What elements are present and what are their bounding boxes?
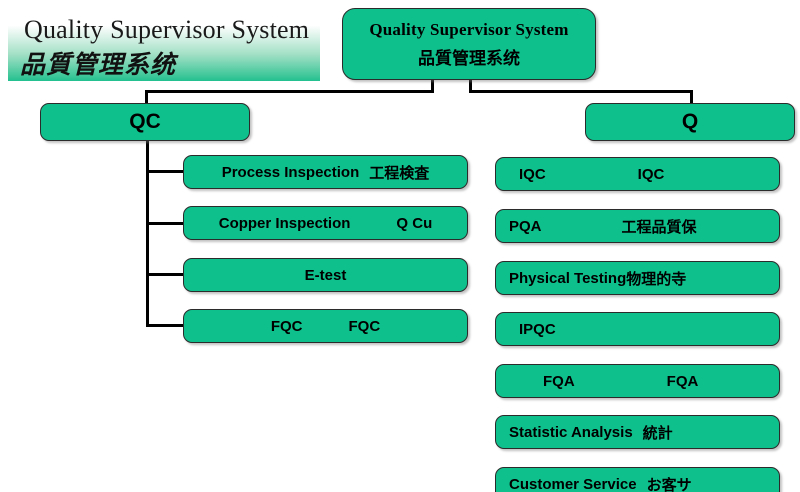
node-fqc[interactable]: FQC FQC — [183, 309, 468, 343]
node-physical-testing-label-en: Physical Testing — [509, 269, 627, 287]
node-copper-inspection-label-en: Copper Inspection — [218, 214, 351, 232]
node-copper-inspection-label-cn: Q Cu — [396, 214, 433, 232]
node-e-test[interactable]: E-test — [183, 258, 468, 292]
node-qa[interactable]: Q — [585, 103, 795, 141]
node-root-label-english: Quality Supervisor System — [369, 19, 569, 39]
node-iqc-label-cn: IQC — [637, 165, 665, 183]
node-process-inspection-label-cn: 工程検査 — [369, 164, 430, 182]
node-physical-testing-label-cn: 物理的寺 — [626, 270, 687, 288]
connector-qc-branch-4 — [146, 324, 184, 327]
connector-qc-branch-1 — [146, 170, 184, 173]
connector-qc-branch-2 — [146, 222, 184, 225]
node-customer-service-label-en: Customer Service — [509, 475, 637, 492]
node-customer-service[interactable]: Customer Service お客サ — [495, 467, 780, 492]
connector-to-qc-horizontal — [145, 90, 434, 93]
node-process-inspection-label-en: Process Inspection — [221, 163, 360, 181]
connector-to-qa-horizontal — [469, 90, 693, 93]
node-e-test-label-en: E-test — [304, 266, 347, 284]
connector-to-qc-vertical — [145, 90, 148, 106]
node-iqc[interactable]: IQC IQC — [495, 157, 780, 191]
node-qc[interactable]: QC — [40, 103, 250, 141]
banner-title-english: Quality Supervisor System — [24, 15, 310, 44]
node-iqc-label-en: IQC — [519, 165, 546, 183]
node-process-inspection[interactable]: Process Inspection 工程検査 — [183, 155, 468, 189]
node-fqc-label-en: FQC — [270, 317, 303, 335]
node-fqa[interactable]: FQA FQA — [495, 364, 780, 398]
connector-root-left-stub — [431, 80, 434, 93]
connector-root-right-stub — [469, 80, 472, 93]
node-fqa-label-cn: FQA — [666, 372, 699, 390]
node-pqa-label-en: PQA — [509, 217, 542, 235]
node-statistic-analysis-label-en: Statistic Analysis — [509, 423, 633, 441]
node-fqa-label-en: FQA — [543, 372, 575, 390]
node-fqc-label-cn: FQC — [348, 317, 381, 335]
node-statistic-analysis[interactable]: Statistic Analysis 統計 — [495, 415, 780, 449]
node-pqa-label-cn: 工程品質保 — [621, 218, 697, 236]
node-qa-label: Q — [681, 110, 699, 133]
node-qc-label: QC — [129, 110, 161, 133]
node-ipqc-label-en: IPQC — [519, 320, 556, 338]
connector-qc-branch-3 — [146, 273, 184, 276]
node-customer-service-label-cn: お客サ — [646, 476, 692, 492]
banner-title-chinese: 品質管理系统 — [20, 52, 177, 79]
node-pqa[interactable]: PQA 工程品質保 — [495, 209, 780, 243]
connector-to-qa-vertical — [690, 90, 693, 106]
title-banner: Quality Supervisor System 品質管理系统 — [8, 13, 320, 81]
node-copper-inspection[interactable]: Copper Inspection Q Cu — [183, 206, 468, 240]
node-statistic-analysis-label-cn: 統計 — [642, 424, 673, 442]
node-root-quality-supervisor-system[interactable]: Quality Supervisor System 品質管理系统 — [342, 8, 596, 80]
node-ipqc[interactable]: IPQC — [495, 312, 780, 346]
connector-qc-spine — [146, 141, 149, 326]
node-physical-testing[interactable]: Physical Testing 物理的寺 — [495, 261, 780, 295]
node-root-label-chinese: 品質管理系统 — [418, 48, 520, 68]
